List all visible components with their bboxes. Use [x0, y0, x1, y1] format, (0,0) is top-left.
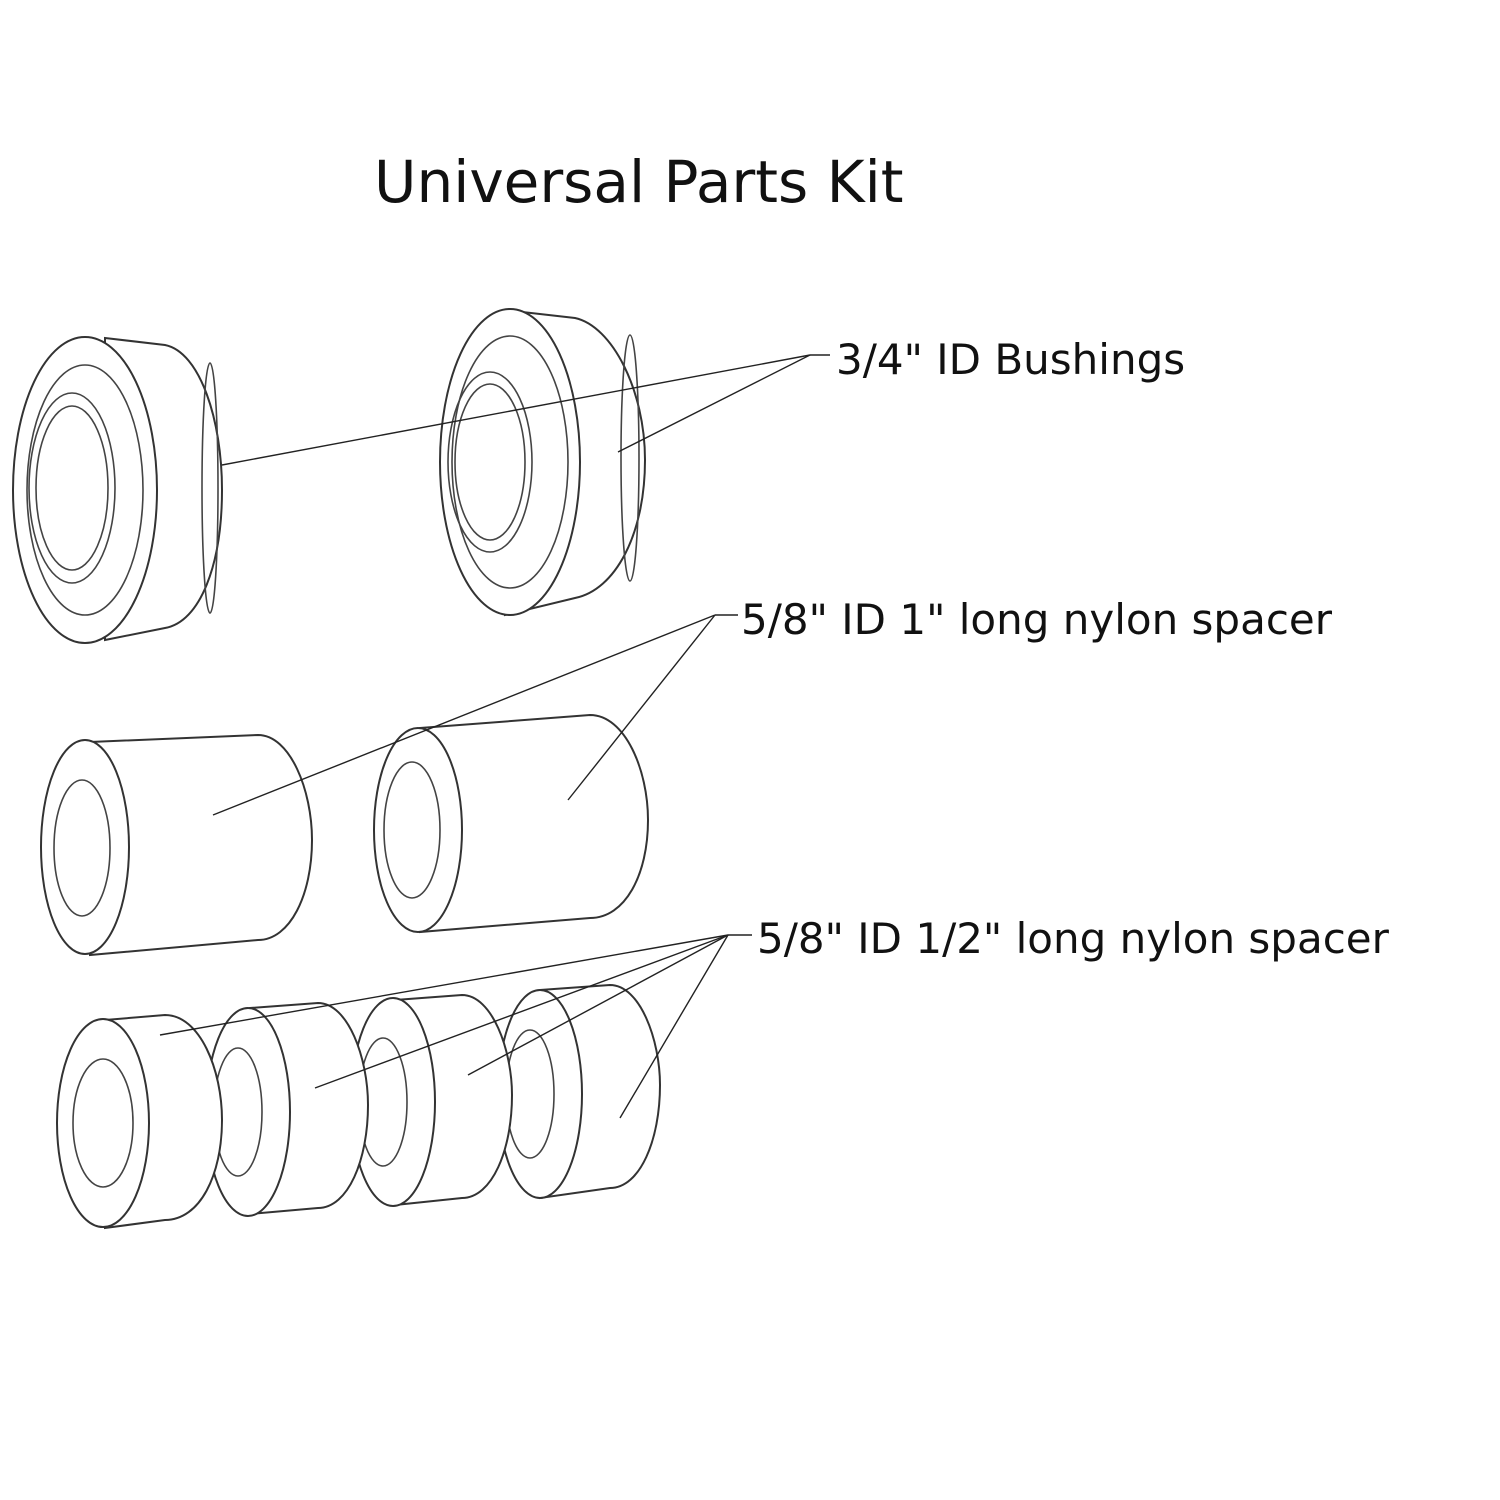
leader-lines-spacer-short: [159, 934, 752, 1119]
spacer-short-3: [350, 993, 514, 1207]
spacer-short-2: [205, 1001, 370, 1217]
label-bushings: 3/4" ID Bushings: [836, 335, 1185, 384]
spacer-long-right: [373, 713, 650, 934]
bushing-right: [439, 308, 647, 617]
bushing-left: [12, 336, 224, 644]
label-spacer-long: 5/8" ID 1" long nylon spacer: [741, 595, 1333, 644]
spacer-short-4: [497, 983, 662, 1200]
leader-lines-spacer-long: [212, 614, 738, 816]
spacer-short-1: [56, 1013, 224, 1230]
label-spacer-short: 5/8" ID 1/2" long nylon spacer: [757, 914, 1390, 963]
leader-lines-bushings: [221, 354, 830, 466]
spacer-long-left: [40, 733, 314, 957]
page-title: Universal Parts Kit: [374, 148, 904, 216]
